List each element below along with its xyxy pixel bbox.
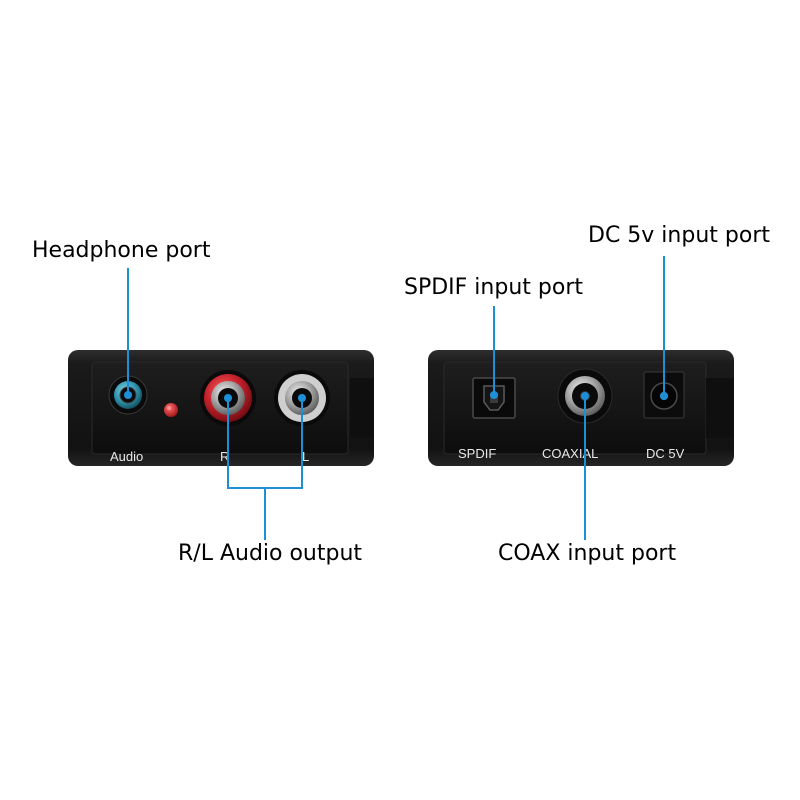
headphone-port-callout: Headphone port <box>32 238 211 263</box>
indicator-led <box>164 403 178 417</box>
l-port-label: L <box>302 449 309 464</box>
coaxial-port-label: COAXIAL <box>542 446 598 461</box>
leader-lines <box>124 256 668 540</box>
spdif-port-label: SPDIF <box>458 446 496 461</box>
r-port-label: R <box>220 449 229 464</box>
coax-input-port-callout: COAX input port <box>498 541 677 566</box>
audio-port-label: Audio <box>110 449 143 464</box>
dc-port-label: DC 5V <box>646 446 685 461</box>
rl-audio-output-callout: R/L Audio output <box>178 541 363 566</box>
right-converter-device: SPDIF COAXIAL DC 5V <box>428 350 734 466</box>
rl-leader-line <box>227 398 303 540</box>
spdif-input-port-callout: SPDIF input port <box>404 275 583 300</box>
dc-input-port-callout: DC 5v input port <box>588 223 770 248</box>
left-converter-device: Audio R L <box>68 350 374 466</box>
